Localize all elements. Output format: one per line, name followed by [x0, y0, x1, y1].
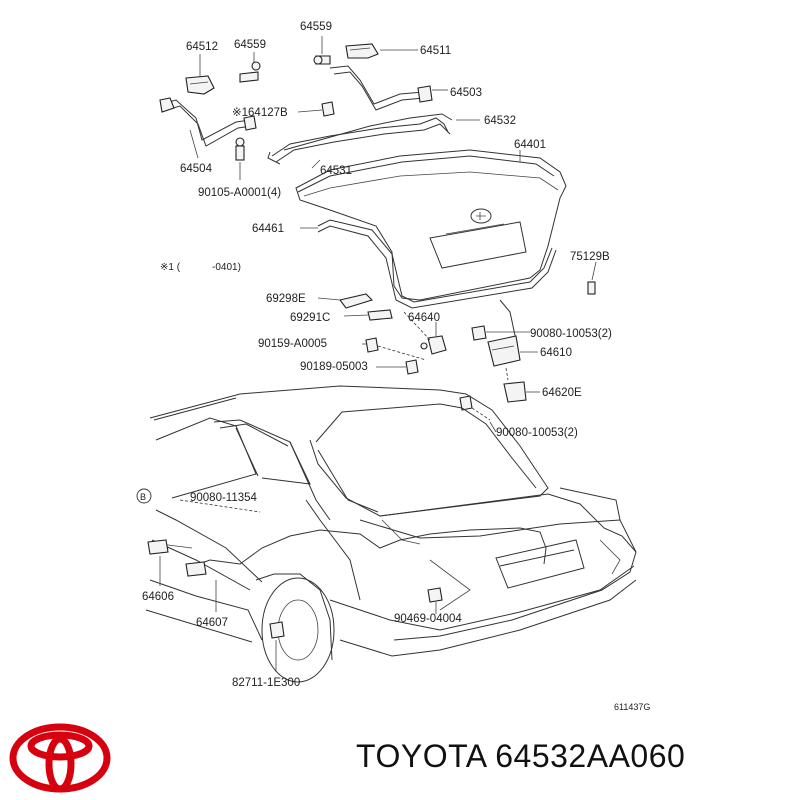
label-64401: 64401: [514, 139, 546, 151]
label-82711: 82711-1E300: [232, 677, 300, 689]
note-1-range: -0401): [212, 262, 241, 273]
part-title: TOYOTA 64532AA060: [356, 738, 686, 774]
label-64504: 64504: [180, 163, 213, 175]
label-64503: 64503: [450, 87, 482, 99]
torsion-bar-group: [267, 101, 480, 169]
label-64511: 64511: [420, 45, 451, 57]
label-64640: 64640: [408, 312, 440, 324]
label-64607: 64607: [196, 617, 228, 629]
label-90080-c: 90080-11354: [190, 492, 258, 504]
label-64610: 64610: [540, 347, 572, 359]
label-69298e: 69298E: [266, 293, 306, 305]
label-64461: 64461: [252, 223, 284, 235]
weatherstrip: [300, 219, 597, 309]
label-90080-a: 90080-10053(2): [530, 328, 612, 340]
label-90189: 90189-05003: [300, 361, 368, 373]
lock-parts-group: [317, 293, 447, 375]
label-75129b: 75129B: [570, 251, 610, 263]
label-64620e: 64620E: [542, 387, 582, 399]
label-90105: 90105-A0001(4): [198, 187, 281, 199]
circle-b-marker: B: [140, 492, 146, 502]
hinge-right-group: [313, 36, 448, 111]
label-64606: 64606: [142, 591, 174, 603]
label-64127b: ※164127B: [232, 107, 288, 119]
car-body: [136, 385, 637, 683]
trunk-lid: [295, 149, 567, 301]
toyota-logo-icon: [9, 723, 111, 793]
hinge-left-group: [159, 52, 261, 180]
label-69291c: 69291C: [290, 312, 330, 324]
label-64512: 64512: [186, 41, 218, 53]
note-1-mark: ※1 (: [160, 262, 181, 273]
label-90159: 90159-A0005: [258, 338, 327, 350]
label-64559-left: 64559: [234, 39, 266, 51]
label-64531: 64531: [320, 165, 352, 177]
label-90080-b: 90080-10053(2): [496, 427, 578, 439]
latch-group: [459, 299, 540, 433]
diagram-code: 611437G: [614, 702, 650, 712]
label-64559-top: 64559: [300, 21, 332, 33]
label-90469: 90469-04004: [394, 613, 462, 625]
label-64532: 64532: [484, 115, 516, 127]
